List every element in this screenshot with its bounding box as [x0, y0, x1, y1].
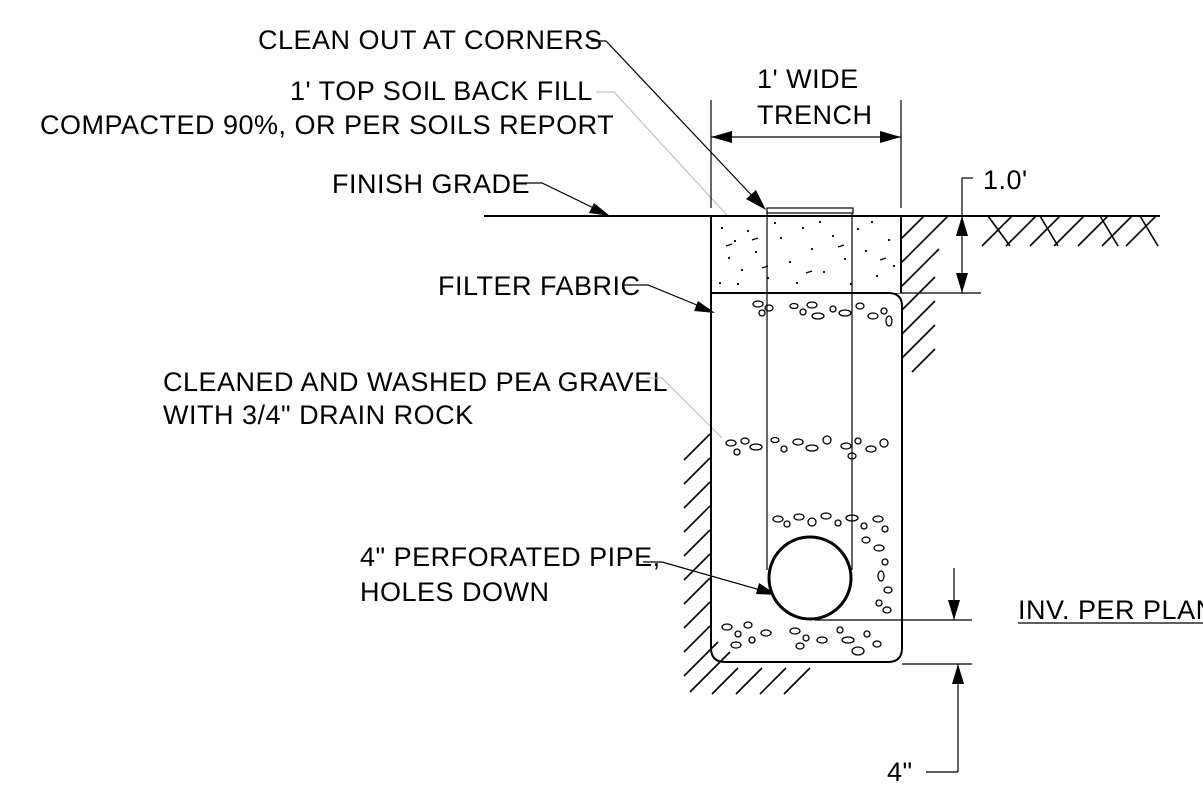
- top-soil-depth-label: 1.0': [983, 165, 1028, 195]
- finish-grade-label: FINISH GRADE: [332, 169, 530, 199]
- filter-fabric-envelope: [710, 292, 903, 663]
- clean-out-leader: [591, 40, 759, 203]
- filter-fabric-leader: [623, 284, 710, 311]
- trench-width-arrow-right: [880, 131, 901, 143]
- top-soil-depth-arrow-bottom: [956, 273, 968, 293]
- clean-out-label: CLEAN OUT AT CORNERS: [258, 25, 603, 55]
- top-soil-depth-arrow-top: [956, 216, 968, 236]
- bottom-depth-label: 4": [887, 757, 913, 785]
- gravel-label-line1: CLEANED AND WASHED PEA GRAVEL: [163, 367, 668, 397]
- soil-hatch-left: [683, 433, 811, 695]
- invert-arrow: [948, 600, 960, 620]
- trench-width-arrow-left: [711, 131, 732, 143]
- filter-fabric-arrowhead: [694, 301, 715, 313]
- gravel-bottom-row: [721, 621, 882, 656]
- pipe-label-line1: 4" PERFORATED PIPE,: [360, 542, 661, 572]
- pipe-leader: [643, 561, 772, 594]
- soil-hatch-right: [901, 215, 1159, 373]
- finish-grade-arrowhead: [589, 203, 610, 216]
- top-soil-fill: [712, 217, 901, 293]
- bottom-depth-arrow: [952, 664, 964, 684]
- filter-fabric-label: FILTER FABRIC: [438, 271, 641, 301]
- trench-width-label-line2: TRENCH: [757, 100, 873, 130]
- clean-out-arrowhead: [746, 190, 766, 210]
- trench-width-label-line1: 1' WIDE: [757, 64, 859, 94]
- pipe-label-line2: HOLES DOWN: [360, 577, 550, 607]
- gravel-leader: [646, 377, 723, 439]
- cleanout-cap: [766, 207, 854, 214]
- gravel-mid-row: [725, 435, 889, 460]
- top-soil-leader: [596, 91, 747, 237]
- gravel-lower-row: [772, 512, 893, 614]
- perforated-pipe: [767, 535, 853, 621]
- finish-grade-leader: [516, 182, 605, 214]
- top-soil-speckle: [718, 220, 896, 286]
- top-soil-label-line1: 1' TOP SOIL BACK FILL: [290, 76, 593, 106]
- gravel-label-line2: WITH 3/4" DRAIN ROCK: [163, 400, 474, 430]
- invert-label: INV. PER PLAN: [1018, 595, 1203, 625]
- gravel-top-row: [752, 300, 893, 327]
- top-soil-label-line2: COMPACTED 90%, OR PER SOILS REPORT: [40, 110, 614, 140]
